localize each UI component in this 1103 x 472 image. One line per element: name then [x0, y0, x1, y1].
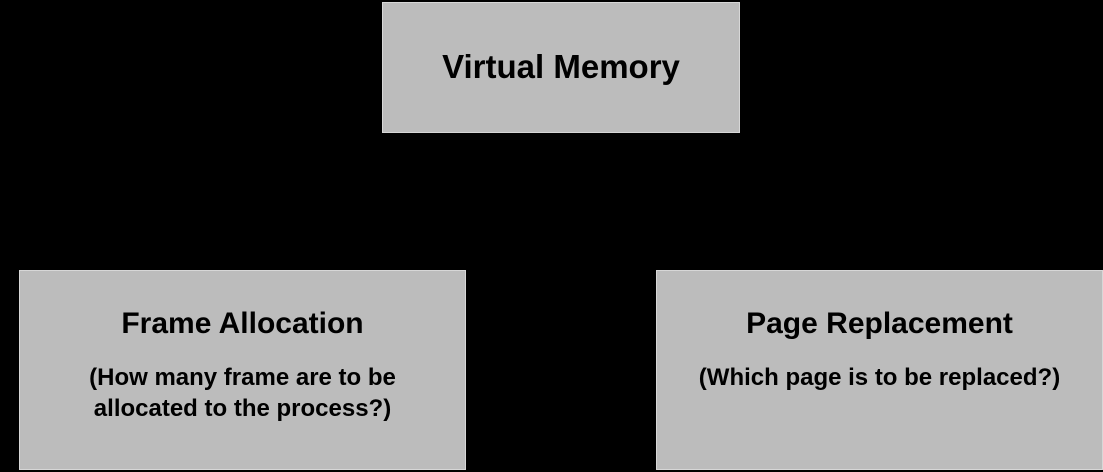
node-frame-allocation-subtitle: (How many frame are to be allocated to t…: [89, 364, 396, 423]
node-page-replacement-title: Page Replacement: [746, 307, 1013, 340]
node-page-replacement: Page Replacement (Which page is to be re…: [656, 270, 1103, 470]
node-frame-allocation: Frame Allocation (How many frame are to …: [19, 270, 466, 470]
node-virtual-memory: Virtual Memory: [382, 2, 740, 133]
node-frame-allocation-title: Frame Allocation: [121, 307, 364, 340]
node-virtual-memory-title: Virtual Memory: [442, 48, 680, 86]
node-page-replacement-subtitle: (Which page is to be replaced?): [698, 364, 1061, 391]
